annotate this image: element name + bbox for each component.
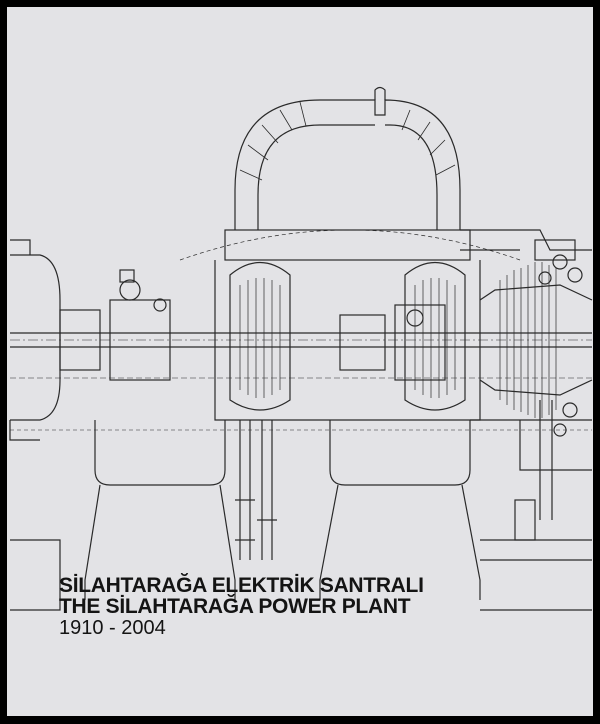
turbine-technical-drawing [9, 86, 593, 611]
date-range: 1910 - 2004 [59, 617, 166, 639]
title-english: THE SİLAHTARAĞA POWER PLANT [59, 595, 411, 618]
book-cover: SİLAHTARAĞA ELEKTRİK SANTRALI THE SİLAHT… [7, 7, 593, 716]
title-turkish: SİLAHTARAĞA ELEKTRİK SANTRALI [59, 574, 424, 597]
